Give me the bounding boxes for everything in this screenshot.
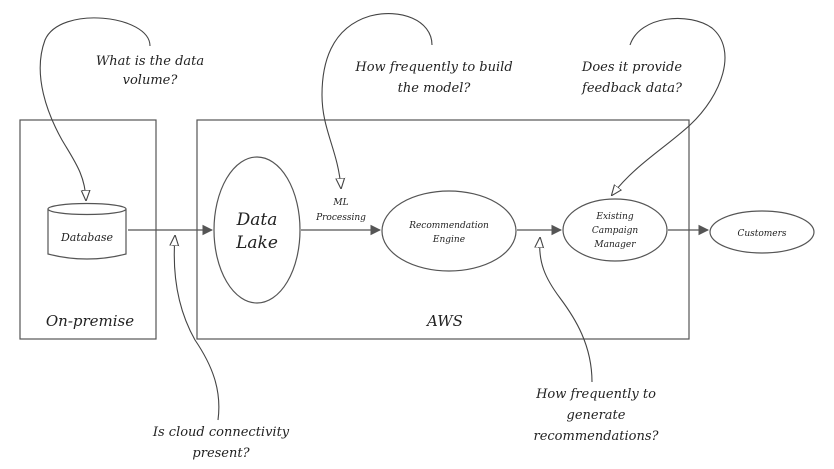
question-data-volume-line1: What is the data: [96, 54, 204, 69]
ml-processing-label-line2: Processing: [315, 213, 366, 223]
campaign-manager-node: Existing Campaign Manager: [562, 198, 668, 262]
feedback-pointer: [612, 17, 726, 195]
question-feedback-line2: feedback data?: [581, 81, 683, 96]
data-lake-label-line2: Lake: [235, 233, 278, 253]
question-generate-frequency-line3: recommendations?: [533, 429, 659, 444]
customers-node: Customers: [709, 210, 815, 254]
data-lake-label-line1: Data: [236, 210, 278, 230]
question-build-frequency-line1: How frequently to build: [354, 60, 512, 75]
customers-label: Customers: [737, 229, 786, 239]
question-generate-frequency-line1: How frequently to: [535, 387, 656, 402]
campaign-manager-label-line3: Manager: [593, 240, 636, 250]
on-premise-label: On-premise: [46, 312, 134, 330]
aws-label: AWS: [425, 312, 463, 330]
data-volume-pointer: [39, 17, 151, 200]
question-data-volume-line2: volume?: [123, 73, 179, 88]
connectivity-pointer: [174, 236, 220, 421]
campaign-manager-label-line2: Campaign: [592, 226, 639, 236]
question-build-frequency-line2: the model?: [398, 81, 472, 96]
data-lake-node: Data Lake: [213, 156, 301, 304]
question-generate-frequency-line2: generate: [567, 408, 626, 423]
recommendation-engine-node: Recommendation Engine: [381, 190, 517, 272]
campaign-manager-label-line1: Existing: [595, 212, 633, 222]
question-connectivity-line2: present?: [192, 446, 250, 461]
recommendation-engine-label-line2: Engine: [432, 235, 465, 245]
build-frequency-pointer: [321, 12, 433, 188]
recommendation-engine-label-line1: Recommendation: [408, 221, 489, 231]
question-feedback-line1: Does it provide: [581, 60, 682, 75]
question-connectivity-line1: Is cloud connectivity: [152, 425, 290, 440]
database-label: Database: [60, 231, 114, 244]
database-node: Database: [47, 202, 127, 260]
generate-frequency-pointer: [540, 238, 593, 383]
ml-processing-label-line1: ML: [332, 198, 348, 208]
